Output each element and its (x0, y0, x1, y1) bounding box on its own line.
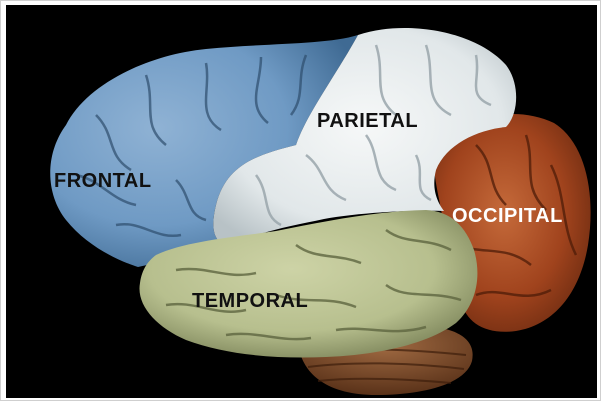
temporal-label: TEMPORAL (192, 290, 308, 312)
frontal-label: FRONTAL (54, 170, 152, 192)
occipital-label: OCCIPITAL (452, 205, 563, 227)
parietal-label: PARIETAL (317, 110, 418, 132)
brain-diagram: FRONTAL PARIETAL OCCIPITAL TEMPORAL (6, 5, 597, 398)
